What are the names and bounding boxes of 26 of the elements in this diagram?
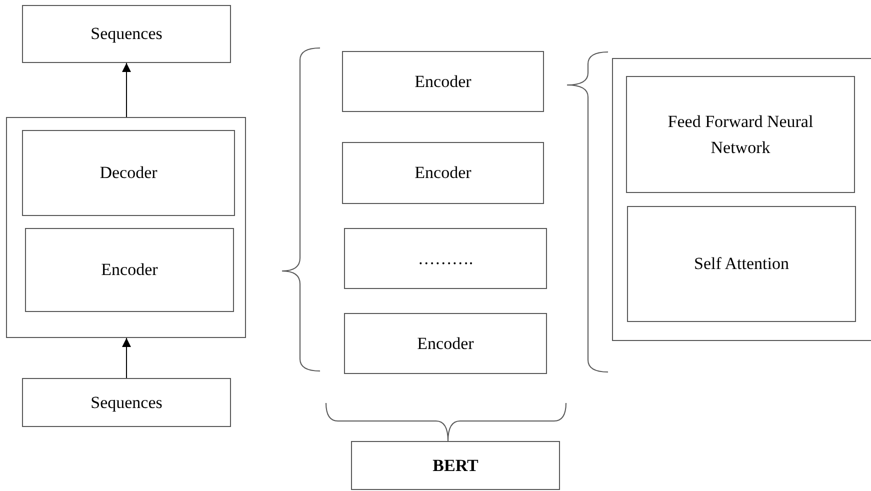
box-label: Encoder: [101, 259, 158, 282]
box-label: Sequences: [90, 392, 162, 414]
process-box: [626, 76, 855, 193]
process-box: [344, 313, 547, 374]
box-label: ……….: [418, 248, 474, 270]
box-label: Encoder: [417, 332, 474, 355]
arrow: [122, 62, 131, 118]
box-label: Encoder: [414, 162, 472, 184]
box-label: Encoder: [414, 70, 472, 93]
box-label: Self Attention: [694, 253, 789, 276]
process-box: [351, 441, 560, 490]
box-label: Feed Forward Neural Network: [666, 111, 814, 158]
process-box: [22, 5, 231, 63]
process-box: [22, 378, 231, 427]
process-box: [627, 206, 856, 322]
box-label: Sequences: [90, 23, 162, 46]
process-box: [342, 51, 544, 112]
process-box: [342, 142, 544, 204]
process-box: [22, 130, 235, 216]
process-box: [344, 228, 547, 289]
process-box: [25, 228, 234, 312]
arrow: [122, 338, 131, 378]
box-label: BERT: [432, 454, 478, 477]
box-label: Decoder: [100, 162, 158, 184]
frame-box: [612, 58, 871, 341]
frame-box: [6, 117, 246, 338]
